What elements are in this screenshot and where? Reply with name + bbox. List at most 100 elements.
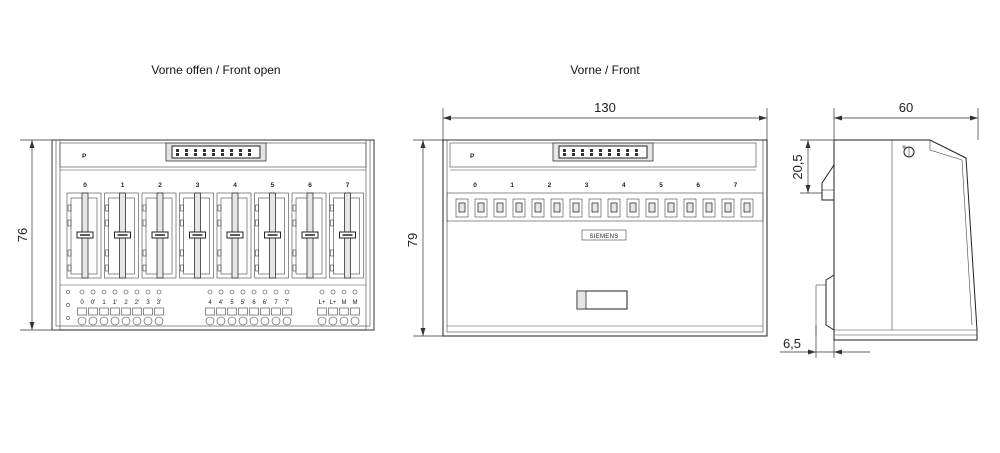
slot-notch	[105, 219, 109, 227]
terminal-screw	[284, 289, 290, 295]
cover-ridge	[626, 198, 640, 218]
slot-notch	[330, 204, 334, 212]
connector-pin	[239, 153, 242, 156]
terminal-opening	[282, 316, 292, 326]
channel-label: 1	[510, 182, 514, 189]
front-brand-label: SIEMENS	[589, 234, 618, 240]
connector-pin	[248, 149, 251, 152]
channel-label: 2	[548, 182, 552, 189]
connector-pin	[194, 149, 197, 152]
terminal-opening	[205, 316, 215, 326]
connector-pin	[203, 149, 206, 152]
front-open-p-label: P	[82, 153, 87, 160]
terminal-screw	[262, 289, 268, 295]
slot-notch	[105, 249, 109, 257]
side-top-dim: 20,5	[790, 154, 805, 179]
channel-label: 1	[121, 182, 125, 189]
terminal-clamp	[238, 307, 248, 316]
terminal-label: 5'	[241, 300, 245, 306]
terminal-clamp	[249, 307, 259, 316]
cover-ridge-inner	[458, 202, 466, 213]
slot-notch	[217, 219, 222, 227]
terminal-screw	[319, 289, 325, 295]
terminal-clamp	[216, 307, 226, 316]
terminal-label: 2	[124, 300, 128, 306]
slot-notch	[67, 264, 72, 272]
terminal-screw	[218, 289, 224, 295]
terminal-label: 4'	[219, 300, 223, 306]
front-width-dim: 130	[594, 100, 616, 115]
cover-ridge-inner	[515, 202, 523, 213]
connector-pin	[212, 149, 215, 152]
slot-notch	[330, 249, 334, 257]
slot-notch	[292, 249, 297, 257]
terminal-clamp	[205, 307, 215, 316]
marker-dot	[66, 290, 70, 294]
connector-pin	[572, 149, 575, 152]
terminal-screw	[229, 289, 235, 295]
slot-notch	[180, 249, 184, 257]
terminal-opening	[227, 316, 237, 326]
terminal-screw	[79, 289, 85, 295]
connector-pin	[617, 153, 620, 156]
connector-pin	[608, 153, 611, 156]
connector-pin	[563, 153, 566, 156]
connector-pin	[185, 149, 188, 152]
slot-notch	[105, 264, 109, 272]
terminal-label: 1'	[113, 300, 117, 306]
cover-ridge-inner	[591, 202, 599, 213]
connector-pin	[212, 153, 215, 156]
terminal-opening	[317, 316, 327, 326]
cover-ridge	[569, 198, 583, 218]
front-open-height-dim: 76	[15, 228, 30, 242]
channel-label: 2	[158, 182, 162, 189]
terminal-clamp	[132, 307, 142, 316]
terminal-clamp	[260, 307, 270, 316]
cover-ridge-inner	[610, 202, 618, 213]
terminal-clamp	[227, 307, 237, 316]
terminal-screw	[251, 289, 257, 295]
terminal-label: 7'	[285, 300, 289, 306]
cover-ridge	[474, 198, 488, 218]
cover-ridge-inner	[743, 202, 751, 213]
cover-ridge-inner	[572, 202, 580, 213]
terminal-label: M	[353, 300, 358, 306]
terminal-label: M	[342, 300, 347, 306]
slot-notch	[217, 249, 222, 257]
connector-pin	[221, 149, 224, 152]
terminal-label: 5	[230, 300, 234, 306]
channel-label: 0	[473, 182, 477, 189]
side-view: 60 20,5 6,5	[780, 100, 979, 358]
terminal-label: L+	[330, 300, 337, 306]
cover-ridge	[645, 198, 659, 218]
cover-ridge-inner	[477, 202, 485, 213]
connector-pin	[626, 149, 629, 152]
channel-label: 7	[734, 182, 738, 189]
slot-notch	[67, 204, 72, 212]
slot-notch	[180, 219, 184, 227]
connector-pin	[590, 153, 593, 156]
terminal-opening	[77, 316, 87, 326]
cover-ridge	[702, 198, 716, 218]
cover-ridge-inner	[686, 202, 694, 213]
terminal-opening	[271, 316, 281, 326]
channel-label: 4	[622, 182, 626, 189]
terminal-opening	[328, 316, 338, 326]
connector-pin	[617, 149, 620, 152]
channel-label: 6	[308, 182, 312, 189]
terminal-opening	[216, 316, 226, 326]
terminal-clamp	[350, 307, 360, 316]
terminal-label: 3'	[157, 300, 161, 306]
connector-pin	[608, 149, 611, 152]
terminal-clamp	[143, 307, 153, 316]
terminal-opening	[238, 316, 248, 326]
connector-pin	[248, 153, 251, 156]
connector-pin	[635, 153, 638, 156]
cover-ridge	[588, 198, 602, 218]
slot-notch	[330, 264, 334, 272]
cover-ridge	[550, 198, 564, 218]
terminal-opening	[350, 316, 360, 326]
slot-notch	[292, 219, 297, 227]
